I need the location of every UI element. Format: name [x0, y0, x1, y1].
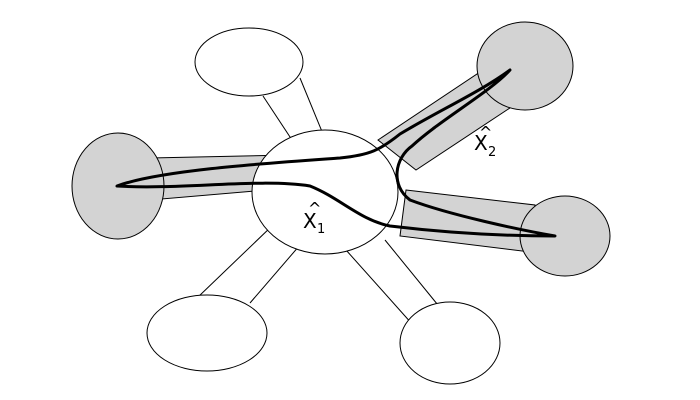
- node-bottom-left: [146, 294, 268, 372]
- label-x1: ^ X 1: [303, 199, 325, 237]
- label-x1-subscript: 1: [317, 222, 325, 237]
- label-x2-subscript: 2: [488, 145, 496, 160]
- node-top-right-shaded: [476, 21, 574, 111]
- label-x1-hat: ^: [308, 199, 321, 218]
- spoke-top-left: [262, 95, 293, 141]
- spoke-bottom-right-a: [345, 249, 414, 326]
- spoke-bottom-right-b: [384, 239, 443, 311]
- node-top: [194, 27, 304, 97]
- label-x2-hat: ^: [479, 123, 492, 142]
- unshaded-spokes: [196, 77, 443, 326]
- label-x1-letter: X: [303, 209, 317, 233]
- bold-path-curve: [115, 68, 557, 238]
- spoke-bottom-left-a: [196, 224, 274, 299]
- shaded-nodes: [71, 21, 611, 277]
- spoke-top-right: [299, 77, 324, 135]
- spoke-bottom-left-b: [249, 244, 301, 304]
- node-bottom-right: [399, 301, 501, 385]
- label-x2-letter: X: [474, 131, 488, 155]
- band-right: [399, 189, 536, 253]
- label-x2: ^ X 2: [474, 123, 496, 160]
- unshaded-nodes: [146, 27, 501, 385]
